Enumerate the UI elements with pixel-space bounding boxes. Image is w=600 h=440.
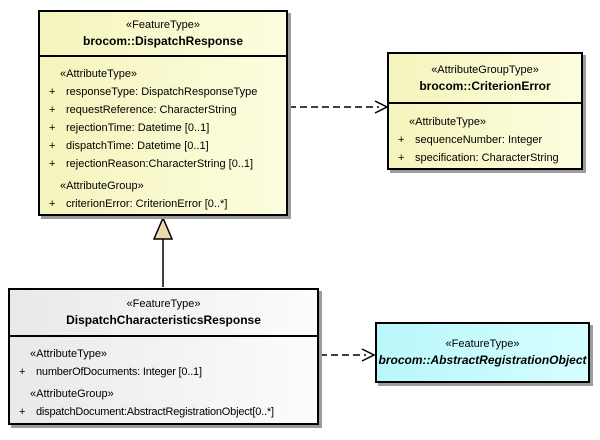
class-title-compartment: «FeatureType» DispatchCharacteristicsRes… <box>10 290 317 337</box>
visibility-marker: + <box>49 86 56 98</box>
attribute-row: + requestReference: CharacterString <box>40 101 286 119</box>
attributes-compartment: «AttributeType» + numberOfDocuments: Int… <box>10 337 317 421</box>
stereotype-label: «FeatureType» <box>126 19 200 31</box>
class-dispatch-characteristics-response[interactable]: «FeatureType» DispatchCharacteristicsRes… <box>8 288 319 425</box>
attribute-row: + rejectionTime: Datetime [0..1] <box>40 119 286 137</box>
attribute-text: criterionError: CriterionError [0..*] <box>66 198 228 210</box>
visibility-marker: + <box>19 406 26 418</box>
attributes-compartment: «AttributeType» + sequenceNumber: Intege… <box>389 104 581 167</box>
attribute-row: + dispatchDocument:AbstractRegistrationO… <box>10 403 317 421</box>
generalization-arrow-dispatchcharacteristics-dispatchresponse[interactable] <box>152 216 174 287</box>
attribute-text: specification: CharacterString <box>415 152 559 164</box>
section-header: «AttributeType» <box>30 348 108 360</box>
hollow-triangle-arrowhead-icon <box>152 216 174 240</box>
class-dispatch-response[interactable]: «FeatureType» brocom::DispatchResponse «… <box>38 10 288 216</box>
attribute-text: dispatchDocument:AbstractRegistrationObj… <box>36 406 274 418</box>
attribute-row: + sequenceNumber: Integer <box>389 131 581 149</box>
visibility-marker: + <box>49 104 56 116</box>
attribute-text: dispatchTime: Datetime [0..1] <box>66 140 209 152</box>
open-arrowhead-icon <box>374 100 389 114</box>
dependency-arrow-dispatchcharacteristics-abstractregistrationobject[interactable] <box>320 348 376 362</box>
stereotype-label: «AttributeGroupType» <box>431 63 539 76</box>
class-title-compartment: «FeatureType» brocom::AbstractRegistrati… <box>377 324 588 381</box>
attribute-row: + rejectionReason:CharacterString [0..1] <box>40 155 286 173</box>
attribute-row: + responseType: DispatchResponseType <box>40 83 286 101</box>
class-name: brocom::AbstractRegistrationObject <box>378 353 587 367</box>
stereotype-label: «FeatureType» <box>445 338 520 350</box>
visibility-marker: + <box>19 366 26 378</box>
stereotype-label: «FeatureType» <box>126 298 201 310</box>
section-header: «AttributeType» <box>409 116 487 128</box>
open-arrowhead-icon <box>361 348 376 362</box>
attribute-row: + dispatchTime: Datetime [0..1] <box>40 137 286 155</box>
class-title-compartment: «FeatureType» brocom::DispatchResponse <box>40 12 286 57</box>
section-header: «AttributeGroup» <box>30 388 114 400</box>
section-header: «AttributeType» <box>60 68 138 80</box>
visibility-marker: + <box>49 122 56 134</box>
class-criterion-error[interactable]: «AttributeGroupType» brocom::CriterionEr… <box>387 52 583 170</box>
attribute-row: + specification: CharacterString <box>389 149 581 167</box>
class-title-compartment: «AttributeGroupType» brocom::CriterionEr… <box>389 54 581 104</box>
visibility-marker: + <box>49 140 56 152</box>
attribute-text: numberOfDocuments: Integer [0..1] <box>36 366 202 378</box>
visibility-marker: + <box>49 158 56 170</box>
visibility-marker: + <box>398 134 405 146</box>
attributes-compartment: «AttributeType» + responseType: Dispatch… <box>40 57 286 213</box>
attribute-row: + numberOfDocuments: Integer [0..1] <box>10 363 317 381</box>
class-name: brocom::DispatchResponse <box>82 34 244 48</box>
visibility-marker: + <box>49 198 56 210</box>
attribute-text: rejectionTime: Datetime [0..1] <box>66 122 210 134</box>
attribute-text: requestReference: CharacterString <box>66 104 237 116</box>
class-abstract-registration-object[interactable]: «FeatureType» brocom::AbstractRegistrati… <box>375 322 590 383</box>
attribute-text: sequenceNumber: Integer <box>415 134 543 146</box>
attribute-row: + criterionError: CriterionError [0..*] <box>40 195 286 213</box>
class-name: DispatchCharacteristicsResponse <box>66 313 261 327</box>
visibility-marker: + <box>398 152 405 164</box>
class-name: brocom::CriterionError <box>419 78 551 93</box>
attribute-text: responseType: DispatchResponseType <box>66 86 258 98</box>
attribute-text: rejectionReason:CharacterString [0..1] <box>66 158 254 170</box>
dependency-arrow-dispatchresponse-criterionerror[interactable] <box>289 100 389 114</box>
section-header: «AttributeGroup» <box>60 180 144 192</box>
